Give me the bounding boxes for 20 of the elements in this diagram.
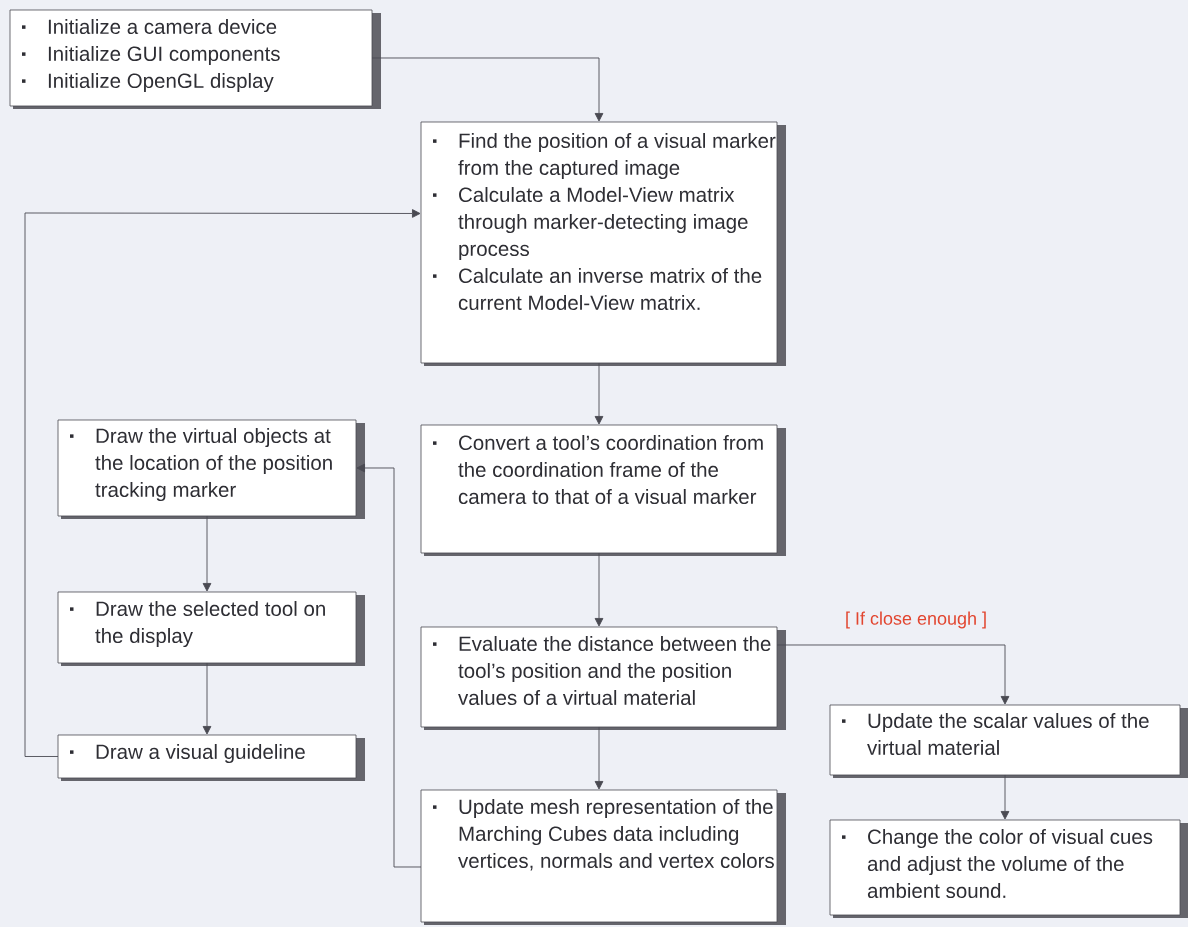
- arrow: [1000, 774, 1010, 820]
- arrow: [594, 726, 604, 790]
- process-box: Draw a visual guideline: [57, 734, 365, 781]
- process-box: Find the position of a visual marker from the captured image Calculate a Model-View matrix through marker-detecting image process Calculate an inverse matrix of the current Model-View matrix.: [420, 121, 786, 366]
- arrow: [202, 515, 212, 592]
- arrow: [776, 644, 1010, 705]
- process-box: Draw the virtual objects at the location of the position tracking marker: [57, 419, 365, 519]
- arrow: [24, 209, 421, 757]
- process-box: Update mesh representation of the Marching Cubes data including vertices, normals and vertex colors: [420, 789, 786, 925]
- process-box: Evaluate the distance between the tool’s position and the position values of a virtual material: [420, 626, 786, 730]
- process-box: Draw the selected tool on the display: [57, 591, 365, 666]
- process-box: Change the color of visual cues and adjust the volume of the ambient sound.: [829, 819, 1188, 918]
- process-box: Convert a tool’s coordination from the coordination frame of the camera to that of a visual marker: [420, 424, 786, 556]
- arrow: [356, 463, 422, 868]
- process-box: Update the scalar values of the virtual material: [829, 704, 1188, 778]
- arrow: [594, 362, 604, 425]
- arrow: [594, 552, 604, 627]
- process-box: Initialize a camera device Initialize GUI components Initialize OpenGL display: [9, 9, 381, 109]
- arrow: [371, 57, 604, 122]
- arrow: [202, 662, 212, 735]
